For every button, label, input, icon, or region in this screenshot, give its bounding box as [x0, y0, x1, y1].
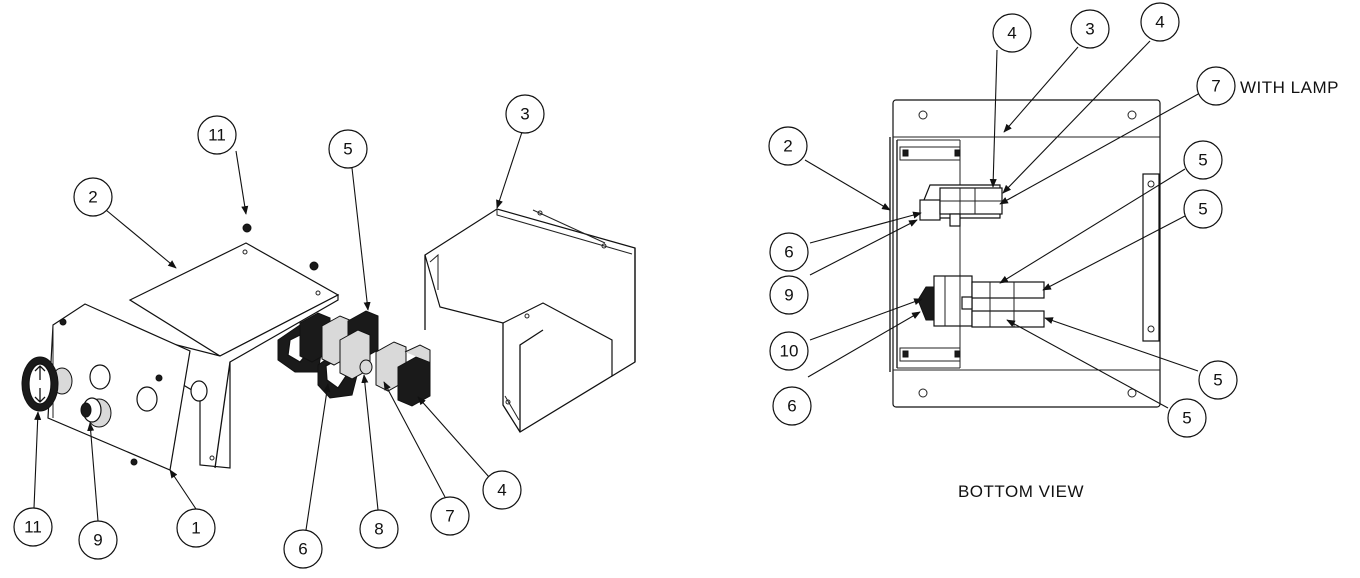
svg-text:4: 4: [1155, 13, 1164, 32]
svg-text:7: 7: [445, 507, 454, 526]
balloon-7: 7: [430, 496, 470, 536]
oval-pushbutton-part: [21, 356, 73, 412]
balloon-2: 2: [73, 177, 113, 217]
balloon-bv-10: 10: [769, 331, 809, 371]
balloon-bv-5-a: 5: [1183, 140, 1223, 180]
balloon-bv-2: 2: [768, 126, 808, 166]
round-pushbutton-part: [80, 397, 112, 428]
svg-text:5: 5: [343, 140, 352, 159]
svg-text:7: 7: [1211, 77, 1220, 96]
balloon-3: 3: [505, 94, 545, 134]
svg-text:2: 2: [783, 137, 792, 156]
screws-part: [59, 223, 319, 466]
balloon-4: 4: [482, 470, 522, 510]
svg-text:6: 6: [298, 540, 307, 559]
balloon-11-bottom: 11: [13, 507, 53, 547]
svg-text:9: 9: [93, 531, 102, 550]
enclosure-box-part: [424, 208, 636, 433]
svg-text:3: 3: [1085, 20, 1094, 39]
svg-text:5: 5: [1198, 151, 1207, 170]
svg-text:5: 5: [1213, 371, 1222, 390]
balloon-5: 5: [328, 129, 368, 169]
lamp-part: [359, 359, 373, 375]
svg-text:5: 5: [1182, 409, 1191, 428]
svg-text:8: 8: [374, 520, 383, 539]
with-lamp-note: WITH LAMP: [1240, 78, 1339, 97]
balloon-bv-4-left: 4: [992, 13, 1032, 53]
svg-text:5: 5: [1198, 200, 1207, 219]
svg-text:10: 10: [780, 342, 799, 361]
svg-text:11: 11: [208, 126, 226, 145]
svg-text:2: 2: [88, 188, 97, 207]
svg-text:11: 11: [24, 518, 42, 537]
svg-text:1: 1: [191, 519, 200, 538]
contact-block-part: [299, 310, 379, 380]
balloon-bv-6-bottom: 6: [772, 386, 812, 426]
svg-text:3: 3: [520, 105, 529, 124]
svg-text:6: 6: [784, 243, 793, 262]
balloon-bv-4-right: 4: [1140, 2, 1180, 42]
balloon-11-top: 11: [197, 115, 237, 155]
balloon-bv-7: 7: [1196, 66, 1236, 106]
balloon-8: 8: [359, 509, 399, 549]
svg-text:6: 6: [787, 397, 796, 416]
svg-text:4: 4: [497, 481, 506, 500]
svg-text:9: 9: [784, 286, 793, 305]
balloon-bv-9: 9: [769, 275, 809, 315]
exploded-view: 11 2 5 3 11 9 1 6: [13, 94, 636, 569]
lamp-contact-part: [375, 341, 431, 407]
svg-text:4: 4: [1007, 24, 1016, 43]
balloon-bv-5-c: 5: [1198, 360, 1238, 400]
balloon-6: 6: [283, 529, 323, 569]
bottom-view-caption: BOTTOM VIEW: [958, 482, 1084, 501]
balloon-9: 9: [78, 520, 118, 560]
balloon-bv-6-top: 6: [769, 232, 809, 272]
bottom-view: 4 3 4 7 WITH LAMP 2 5 5 6: [768, 2, 1339, 501]
balloon-bv-3: 3: [1070, 9, 1110, 49]
balloon-bv-5-b: 5: [1183, 189, 1223, 229]
lower-operator-part: [917, 275, 1045, 328]
balloon-bv-5-d: 5: [1167, 398, 1207, 438]
balloon-1: 1: [176, 508, 216, 548]
